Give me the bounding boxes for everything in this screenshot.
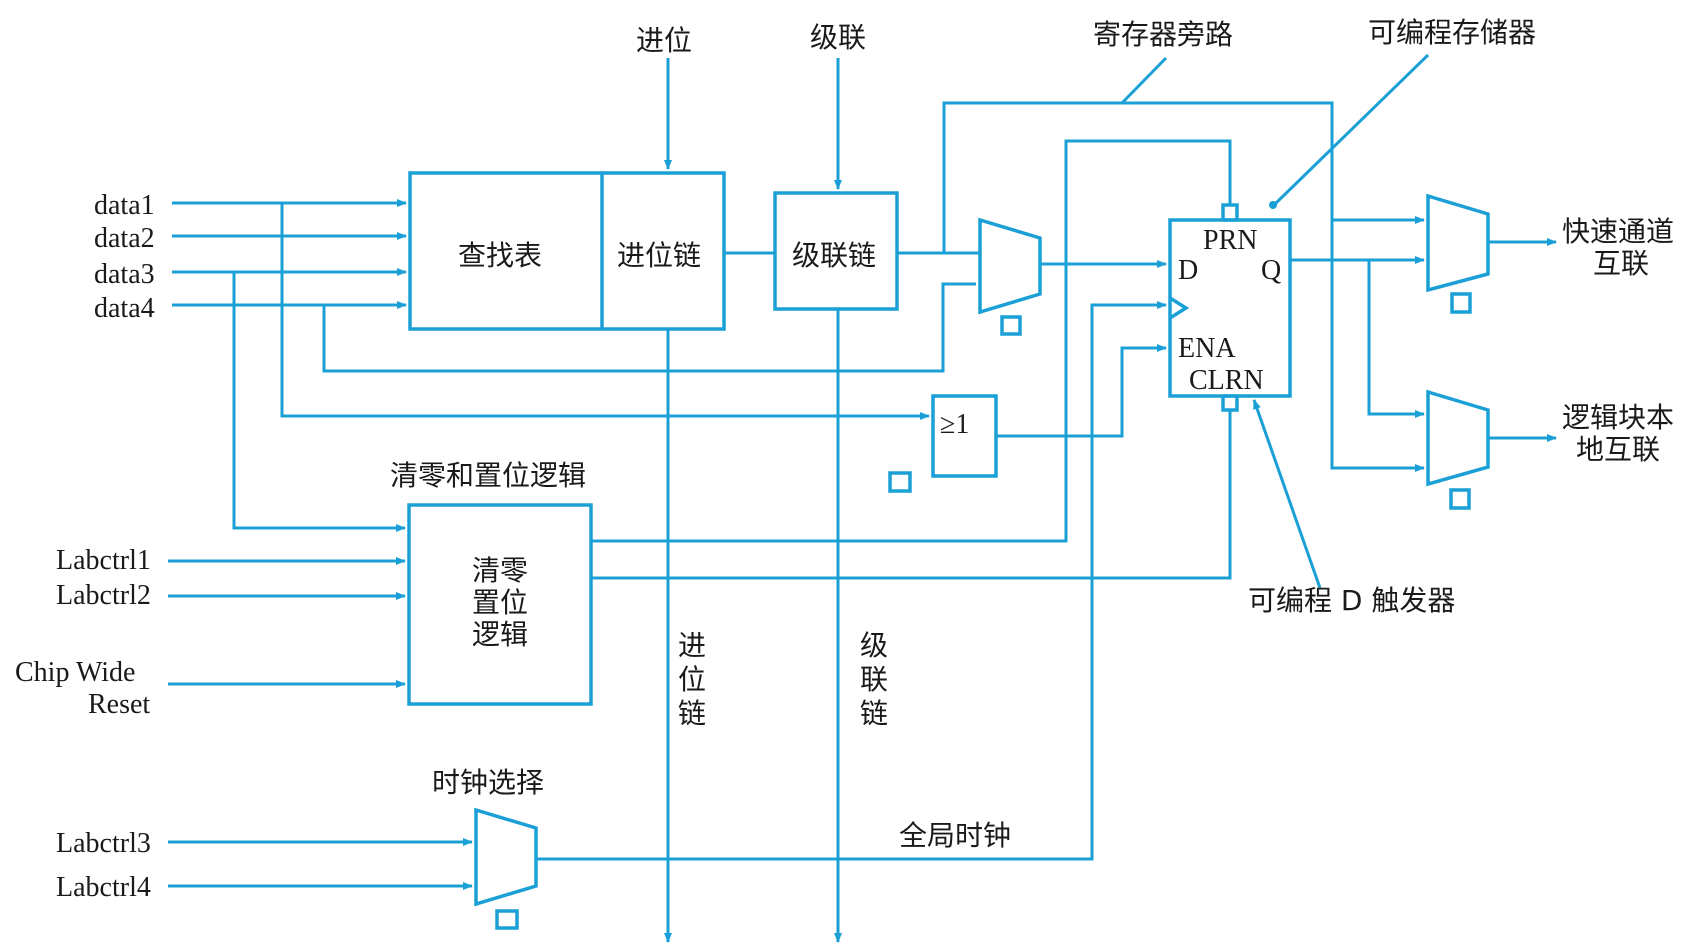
cascade-out-char-2: 联 (860, 663, 888, 696)
register-bypass-mux (978, 217, 1042, 315)
clear-preset-line1: 清零 (472, 554, 528, 587)
local-mux (1426, 389, 1490, 487)
clrn-label: CLRN (1189, 365, 1264, 396)
chip-wide-label: Chip Wide (15, 657, 135, 688)
ena-label: ENA (1178, 333, 1236, 364)
fast-track-label-1: 快速通道 (1562, 215, 1674, 248)
mux-select-box (1450, 292, 1472, 314)
carry-out-char-3: 链 (678, 697, 706, 730)
labctrl4-label: Labctrl4 (56, 872, 151, 903)
cascade-out-char-1: 级 (860, 629, 888, 662)
dff-leader (1252, 399, 1322, 589)
clear-wire (591, 410, 1232, 580)
or-to-ena-wire (996, 344, 1167, 438)
global-clock-wire (536, 301, 1167, 861)
mux-select-box (1000, 315, 1022, 336)
cascade-out-char-3: 链 (860, 697, 888, 730)
gate-config-box (888, 471, 912, 493)
q-label: Q (1261, 255, 1281, 286)
clear-preset-line3: 逻辑 (472, 618, 528, 651)
cascade-chain-block (773, 191, 899, 311)
data1-label: data1 (94, 190, 155, 221)
lut-carry-block (408, 171, 726, 331)
mux-select-box (1449, 488, 1471, 510)
clear-preset-title: 清零和置位逻辑 (390, 459, 586, 492)
data4-tap-wire (322, 282, 976, 373)
programmable-memory-label: 可编程存储器 (1368, 16, 1536, 49)
prn-label: PRN (1203, 225, 1257, 256)
bypass-leader (1120, 56, 1168, 105)
local-label-2: 地互联 (1576, 433, 1660, 466)
clear-preset-line2: 置位 (472, 586, 528, 619)
labctrl1-label: Labctrl1 (56, 545, 151, 576)
carry-in-label: 进位 (636, 24, 692, 57)
memory-leader-dot (1269, 201, 1277, 209)
data3-tap-wire (232, 272, 406, 532)
clock-triangle (1169, 296, 1190, 320)
data3-label: data3 (94, 259, 155, 290)
clock-select-label: 时钟选择 (432, 766, 544, 799)
labctrl3-label: Labctrl3 (56, 828, 151, 859)
q-to-local-wire (1367, 260, 1425, 418)
lut-label: 查找表 (458, 239, 542, 272)
carry-out-char-2: 位 (678, 663, 706, 696)
carry-chain-label: 进位链 (617, 239, 701, 272)
reset-label: Reset (88, 689, 150, 720)
d-label: D (1178, 255, 1198, 286)
data4-label: data4 (94, 293, 155, 324)
prn-pin (1221, 203, 1239, 222)
preset-wire (591, 139, 1232, 543)
data2-label: data2 (94, 223, 155, 254)
data1-tap-wire (280, 203, 930, 420)
clrn-pin (1221, 394, 1239, 412)
carry-out-char-1: 进 (678, 629, 706, 662)
labctrl2-label: Labctrl2 (56, 580, 151, 611)
clear-preset-block (407, 503, 593, 706)
fast-track-mux (1426, 193, 1490, 293)
register-bypass-label: 寄存器旁路 (1093, 18, 1233, 51)
or-gate-label: ≥1 (940, 409, 969, 440)
cascade-in-label: 级联 (810, 21, 866, 54)
memory-leader (1273, 53, 1430, 206)
register-bypass-wire (942, 101, 1425, 472)
local-label-1: 逻辑块本 (1562, 401, 1674, 434)
mux-select-box (495, 909, 519, 930)
fast-track-label-2: 互联 (1593, 247, 1649, 280)
clock-select-mux (474, 807, 538, 907)
programmable-dff-label: 可编程 D 触发器 (1248, 584, 1455, 617)
cascade-chain-label: 级联链 (792, 239, 876, 272)
global-clock-label: 全局时钟 (899, 819, 1011, 852)
